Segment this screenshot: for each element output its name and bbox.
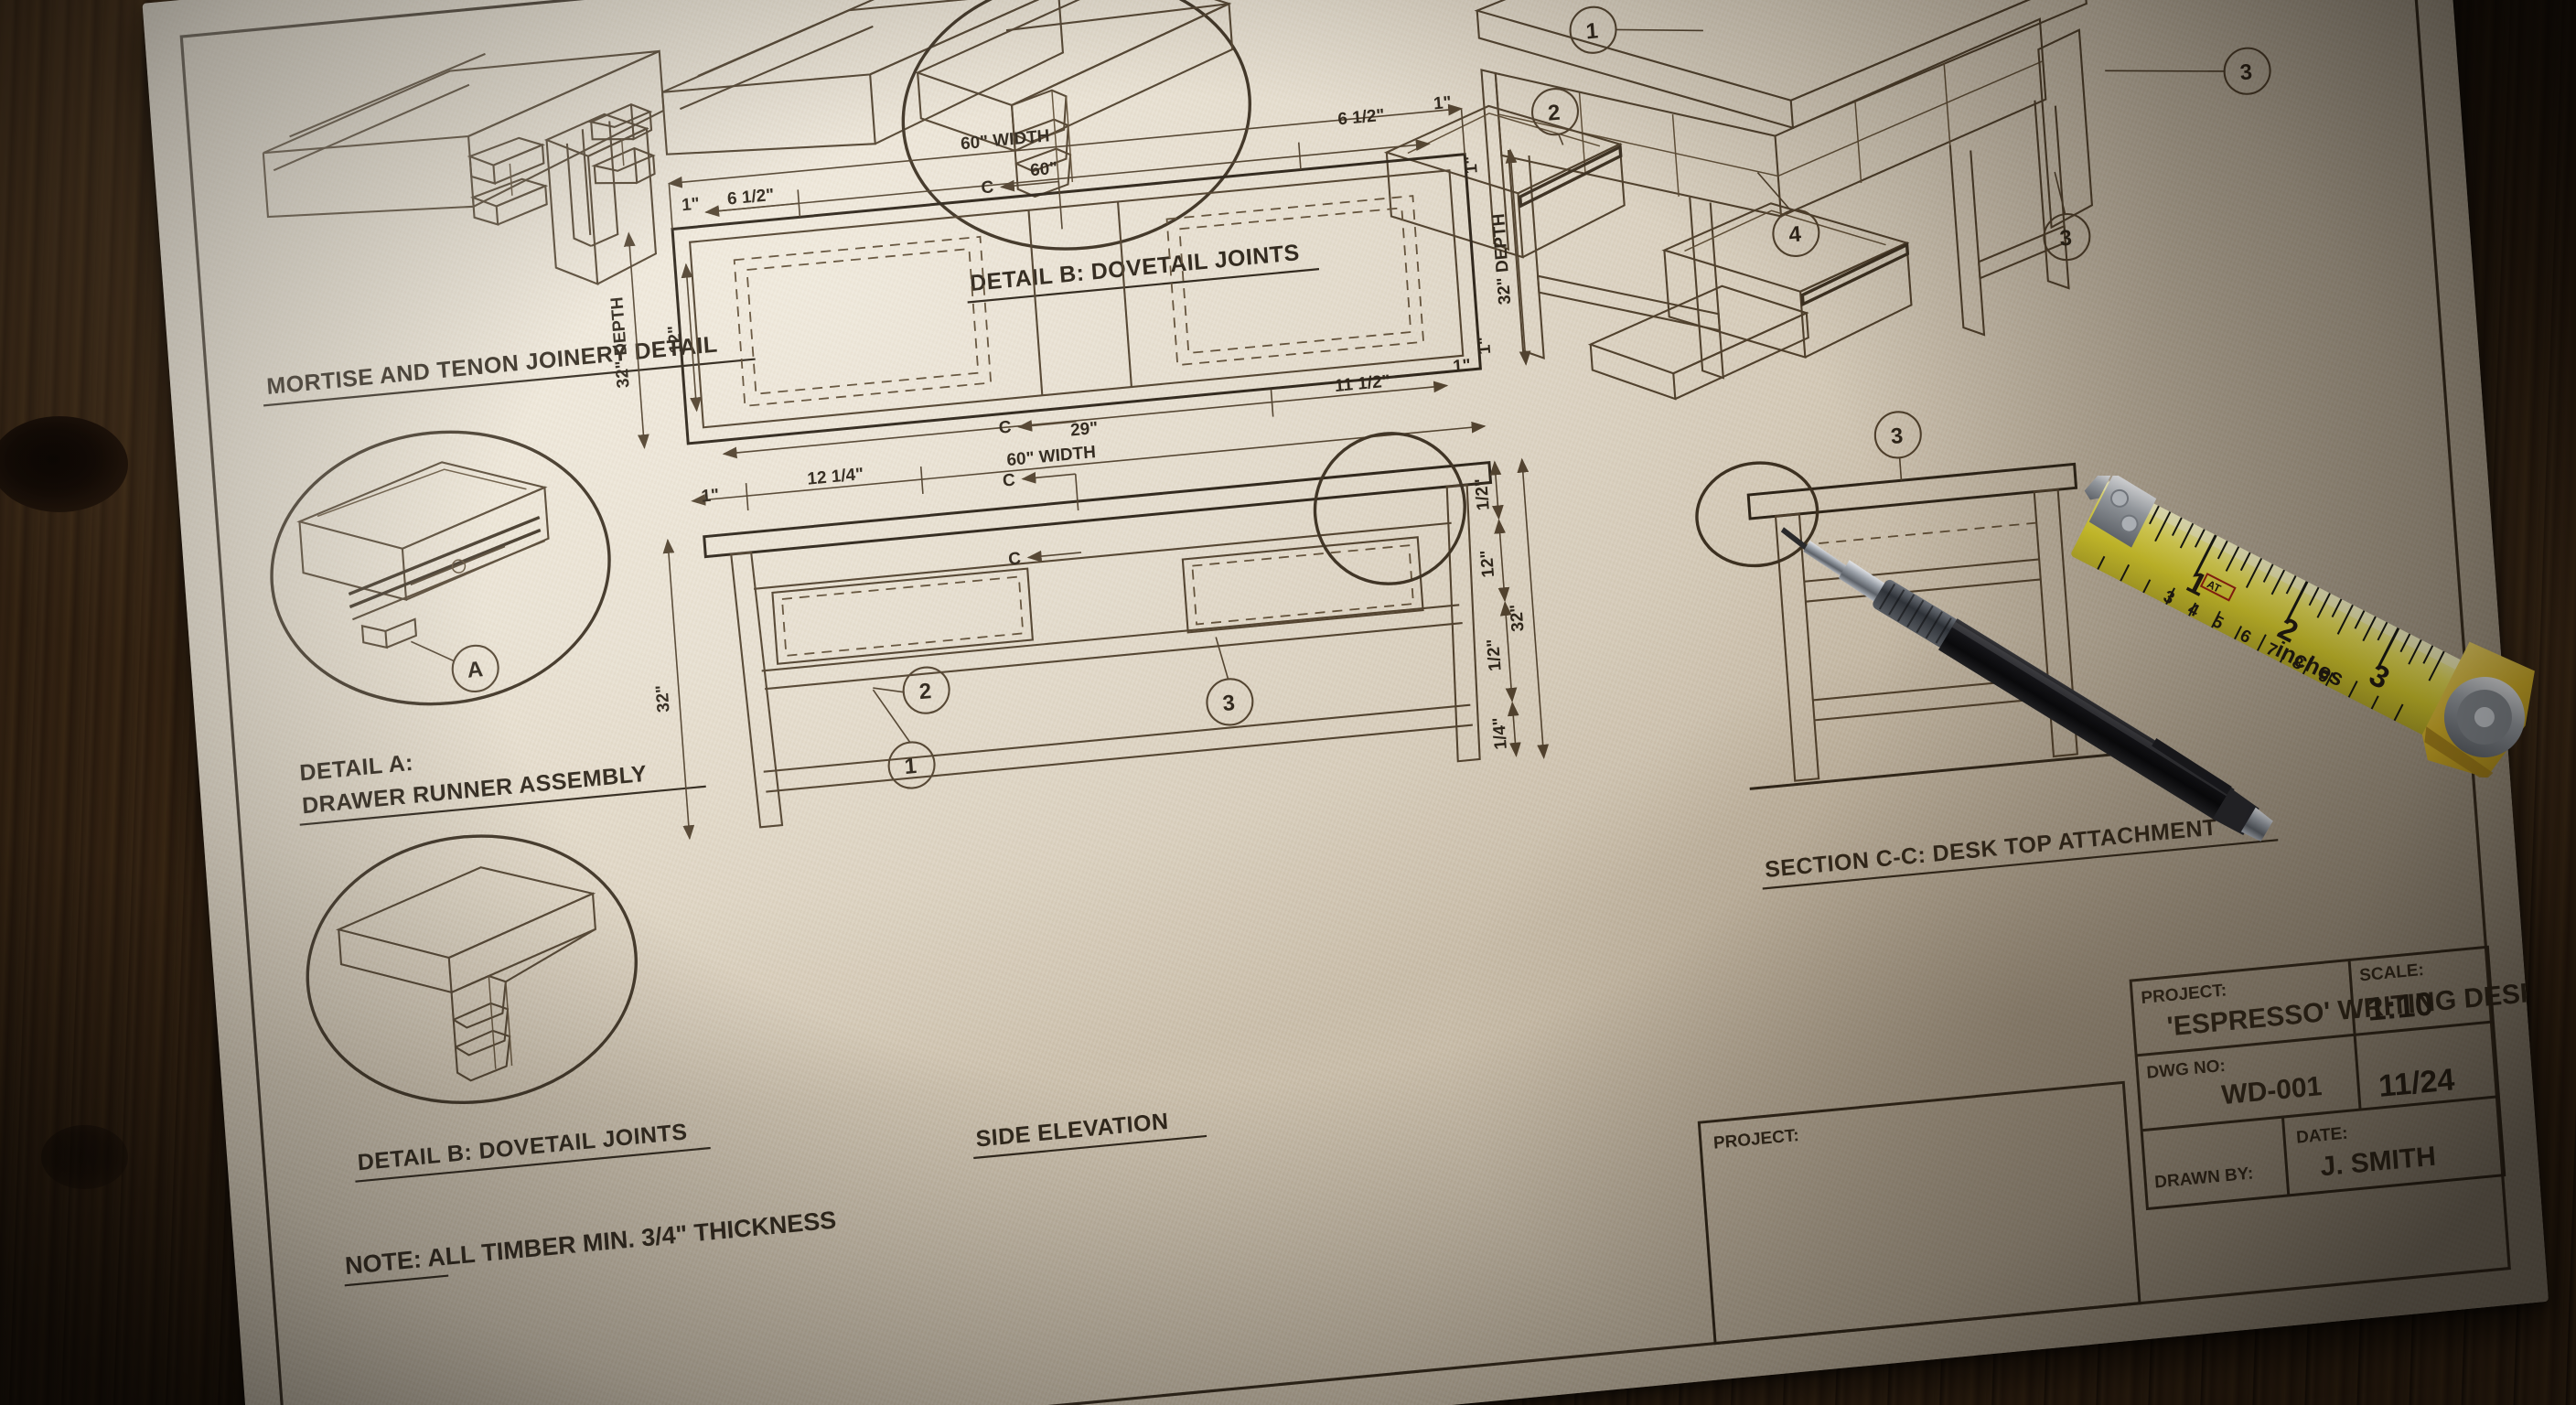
plan-dim-top-overall: 60" WIDTH xyxy=(960,126,1050,154)
plan-dim-left-inner: 12" xyxy=(665,325,686,354)
plan-dim-bottom-overall: 60" WIDTH xyxy=(1006,443,1097,470)
elev-balloon-3: 3 xyxy=(1222,691,1236,716)
plan-dim-right-edge-top: 1" xyxy=(1461,155,1481,175)
elev-dim-height: 32" xyxy=(653,684,674,713)
elev-dim-right-overall: 32" xyxy=(1507,603,1528,632)
title-date-value: 11/24 xyxy=(2377,1062,2456,1104)
plan-dim-left-depth: 32" DEPTH xyxy=(607,296,633,390)
plan-view: 60" WIDTH 60" 6 1/2" 1" 6 1/2" 1" C xyxy=(607,93,1531,511)
title-drawn-value: J. SMITH xyxy=(2319,1142,2437,1183)
dovetail-top-label: DETAIL B: DOVETAIL JOINTS xyxy=(969,240,1300,296)
balloon-2: 2 xyxy=(1547,101,1561,126)
title-dwg-label: DWG NO: xyxy=(2146,1056,2227,1083)
title-date-label: DATE: xyxy=(2295,1124,2348,1148)
elev-balloon-2: 2 xyxy=(918,679,932,704)
plan-dim-bottom-right-edge: 1" xyxy=(1452,356,1471,377)
side-elevation-view: C C 32" 32" 1/2" 12" 1/2" 1/4" xyxy=(653,432,1550,841)
title-block: PROJECT: 'ESPRESSO' WRITING DESK SCALE: … xyxy=(2129,945,2541,1211)
balloon-4: 4 xyxy=(1788,221,1803,247)
empty-project-block: PROJECT: xyxy=(1697,1080,2141,1346)
section-cc-label: SECTION C-C: DESK TOP ATTACHMENT xyxy=(1764,815,2217,884)
dovetail-detail-bottom xyxy=(306,834,638,1105)
balloon-a: A xyxy=(467,657,484,683)
elev-dim-top-rail: 1/2" xyxy=(1472,477,1493,511)
elev-dim-drawer-height: 12" xyxy=(1477,549,1498,578)
section-balloon-3: 3 xyxy=(1890,424,1904,449)
elev-section-mark-top: C xyxy=(1002,470,1015,490)
plan-dim-top-left-edge: 1" xyxy=(681,195,700,216)
title-drawn-label: DRAWN BY: xyxy=(2154,1164,2254,1192)
balloon-3: 3 xyxy=(2239,59,2253,85)
title-scale-label: SCALE: xyxy=(2359,960,2425,986)
mortise-tenon-label: MORTISE AND TENON JOINERY DETAIL xyxy=(266,331,719,400)
empty-project-label: PROJECT: xyxy=(1712,1126,1799,1153)
plan-dim-top-right-seg: 6 1/2" xyxy=(1337,106,1386,130)
note-text: NOTE: ALL TIMBER MIN. 3/4" THICKNESS xyxy=(344,1206,837,1280)
plan-dim-bottom-center: 29" xyxy=(1069,419,1099,441)
balloon-1: 1 xyxy=(1585,18,1599,44)
title-dwg-value: WD-001 xyxy=(2220,1071,2323,1110)
detail-a-line1: DETAIL A: xyxy=(299,750,414,787)
title-project-label: PROJECT: xyxy=(2141,981,2227,1008)
detail-a-drawer-runner: A xyxy=(270,430,611,706)
plan-dim-right-depth: 32" DEPTH xyxy=(1489,212,1515,306)
plan-section-mark-bottom: C xyxy=(998,418,1012,438)
side-elevation-label: SIDE ELEVATION xyxy=(975,1109,1170,1153)
elev-section-mark-bottom: C xyxy=(1008,549,1022,569)
elev-balloon-1: 1 xyxy=(904,754,918,779)
plan-dim-top-inner: 60" xyxy=(1029,159,1058,181)
isometric-exploded-view: 1 2 3 4 3 xyxy=(1383,0,2271,401)
title-scale-value: 1:10 xyxy=(2367,984,2435,1028)
elev-dim-bottom-rail: 1/4" xyxy=(1489,716,1510,750)
plan-dim-bottom-right-seg: 11 1/2" xyxy=(1334,371,1390,396)
balloon-3b: 3 xyxy=(2059,226,2073,252)
elev-dim-rail-gap: 1/2" xyxy=(1484,638,1505,671)
plan-section-mark-top: C xyxy=(981,177,994,198)
plan-dim-top-right-edge: 1" xyxy=(1433,93,1452,114)
dovetail-bottom-label: DETAIL B: DOVETAIL JOINTS xyxy=(357,1119,688,1175)
blueprint-sheet: MORTISE AND TENON JOINERY DETAIL DETAIL … xyxy=(142,0,2549,1405)
plan-dim-bottom-left-edge: 1" xyxy=(701,486,720,507)
technical-drawing: MORTISE AND TENON JOINERY DETAIL DETAIL … xyxy=(179,0,2541,1405)
plan-dim-right-edge-bot: 1" xyxy=(1475,336,1495,356)
section-cc-view: 3 xyxy=(1695,411,2111,790)
